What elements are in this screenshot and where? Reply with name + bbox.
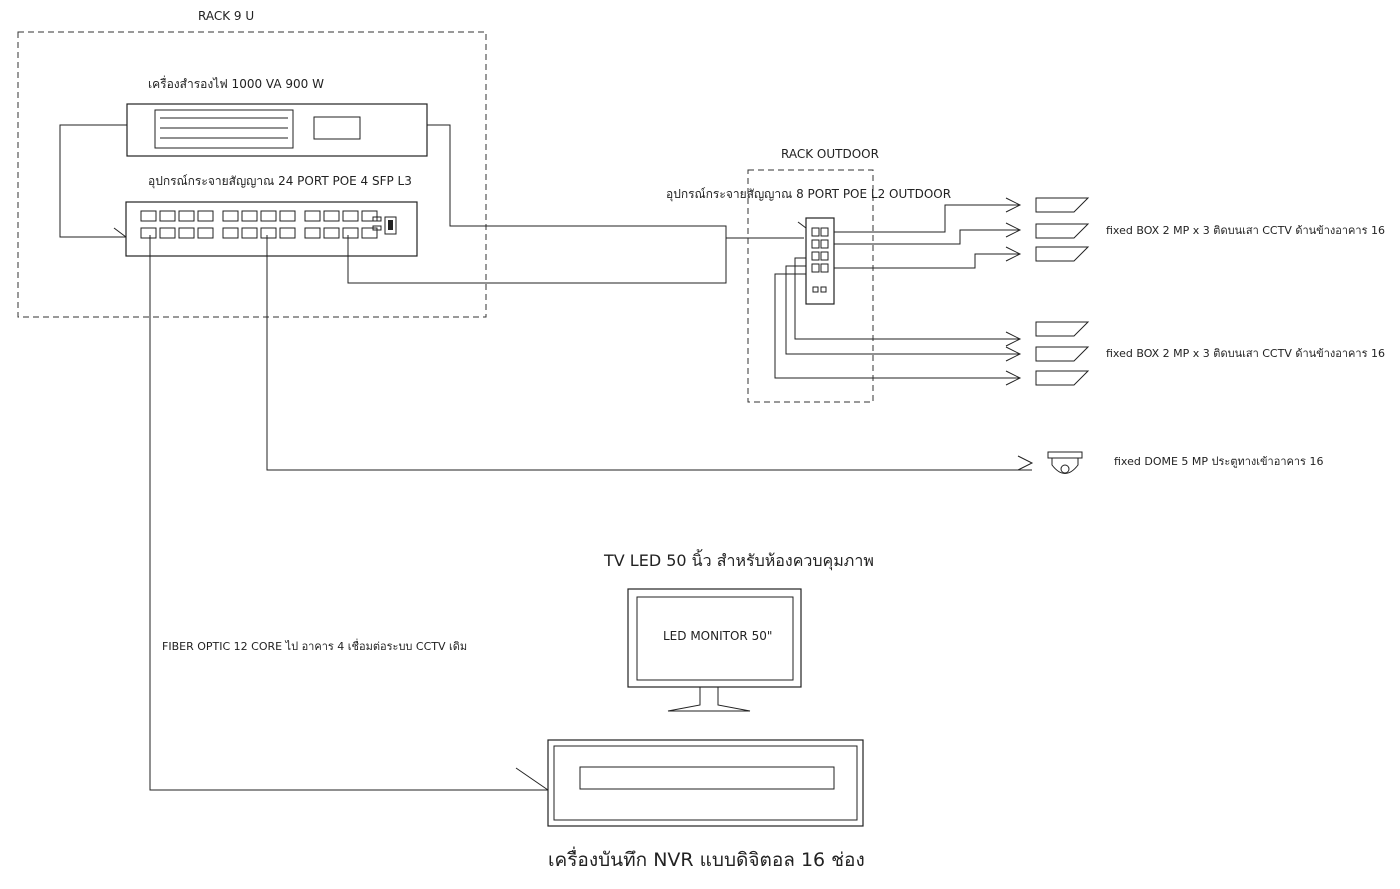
nvr-caption: เครื่องบันทึก NVR แบบดิจิตอล 16 ช่อง [548,846,865,871]
box-cameras [1035,197,1090,386]
fiber-label: FIBER OPTIC 12 CORE ไป อาคาร 4 เชื่อมต่อ… [162,638,467,653]
box-camera-icon [1035,197,1090,213]
core-switch-port [304,227,321,239]
core-switch-port [140,210,157,222]
tv-caption: TV LED 50 นิ้ว สำหรับห้องควบคุมภาพ [603,549,874,571]
core-switch-port [323,210,340,222]
rack-outdoor-boundary [747,169,874,403]
cable-arrows [1005,197,1034,471]
tv-monitor [627,588,802,712]
core-switch-port [241,227,258,239]
ups-label: เครื่องสำรองไฟ 1000 VA 900 W [148,75,324,91]
camera-group-1-label: fixed BOX 2 MP x 3 ติดบนเสา CCTV ด้านข้า… [1106,224,1385,237]
cam-cable-3 [834,253,1020,269]
core-switch-port [197,227,214,239]
core-switch-device [125,201,418,257]
box-camera-icon [1035,246,1090,262]
core-switch-port [323,227,340,239]
cam-cable-6 [774,273,1020,379]
core-switch-port [140,227,157,239]
rack-9u-title: RACK 9 U [198,9,254,23]
box-camera-icon [1035,223,1090,239]
box-camera-icon [1035,321,1090,337]
outdoor-switch-port [811,227,820,237]
core-switch-port [178,227,195,239]
outdoor-switch-label: อุปกรณ์กระจายสัญญาณ 8 PORT POE L2 OUTDOO… [666,187,951,202]
rack-outdoor-title: RACK OUTDOOR [781,147,879,161]
core-switch-port [241,210,258,222]
box-camera-icon [1035,370,1090,386]
uplink-cable [347,235,804,284]
core-switch-port [197,210,214,222]
camera-group-2-label: fixed BOX 2 MP x 3 ติดบนเสา CCTV ด้านข้า… [1106,347,1385,360]
cam-cable-2 [834,229,1020,245]
dome-cable [266,235,1032,471]
outdoor-switch-port [820,263,829,273]
cam-cable-5 [785,265,1020,355]
outdoor-switch-port [820,227,829,237]
core-switch-label: อุปกรณ์กระจายสัญญาณ 24 PORT POE 4 SFP L3 [148,174,412,189]
outdoor-switch-device [797,217,835,305]
outdoor-switch-port [820,239,829,249]
outdoor-switch-port [811,239,820,249]
outdoor-switch-port [820,251,829,261]
fiber-arrow [515,767,549,791]
fiber-optic-cable [149,235,548,791]
tv-screen-text: LED MONITOR 50" [663,629,772,643]
box-camera-icon [1035,346,1090,362]
core-switch-port [304,210,321,222]
core-switch-port [222,227,239,239]
outdoor-switch-port [811,251,820,261]
power-cord-right [427,124,727,238]
cord-arrow [113,227,127,238]
dome-camera-label: fixed DOME 5 MP ประตูทางเข้าอาคาร 16 [1114,455,1323,468]
power-cord-left [59,124,127,238]
core-switch-port [342,227,359,239]
core-switch-port [342,210,359,222]
rack-9u-boundary [17,31,487,318]
core-switch-port [260,227,277,239]
ups-device [126,103,428,157]
core-switch-port [222,210,239,222]
core-switch-port [178,210,195,222]
core-switch-port [361,227,378,239]
core-switch-port [279,227,296,239]
core-switch-port [159,227,176,239]
nvr-device [547,739,864,827]
core-switch-port [159,210,176,222]
cam-cable-1 [834,204,1020,233]
cam-cable-4 [794,257,1020,340]
core-switch-port [279,210,296,222]
core-switch-port [260,210,277,222]
outdoor-switch-port [811,263,820,273]
dome-camera-icon [1047,451,1083,474]
core-switch-port [361,210,378,222]
